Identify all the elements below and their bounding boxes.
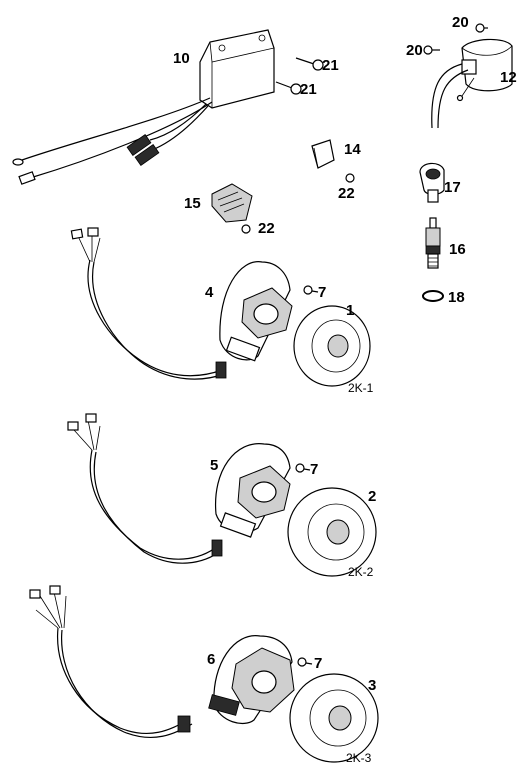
callout-21-lower: 21	[300, 81, 317, 98]
stator-assembly-2k-1	[70, 227, 293, 380]
callout-7-2k-1: 7	[318, 284, 326, 301]
variant-label-2k-1: 2K-1	[348, 381, 374, 395]
stator-assembly-2k-3	[29, 585, 295, 739]
rotor-flywheel-2k-3	[289, 673, 379, 763]
callout-4: 4	[205, 284, 214, 301]
screw-21-upper	[295, 57, 324, 71]
callout-18: 18	[448, 289, 465, 306]
relay-14	[311, 139, 335, 169]
spark-plug	[425, 217, 441, 269]
callout-3: 3	[368, 677, 376, 694]
variant-label-2k-3: 2K-3	[346, 751, 372, 765]
callout-17: 17	[444, 179, 461, 196]
callout-7-2k-3: 7	[314, 655, 322, 672]
screw-7-2k-2	[295, 463, 311, 473]
callout-22-upper: 22	[338, 185, 355, 202]
regulator-15	[211, 183, 253, 223]
screw-7-2k-3	[297, 657, 313, 667]
callout-21-upper: 21	[322, 57, 339, 74]
cdi-unit	[12, 29, 275, 185]
spark-plug-connector	[419, 162, 445, 203]
stator-assembly-2k-2	[67, 413, 291, 564]
rotor-flywheel-2k-1	[293, 305, 371, 387]
screw-20-top	[475, 23, 488, 33]
callout-20-top: 20	[452, 14, 469, 31]
ignition-coil	[431, 38, 513, 129]
callout-12: 12	[500, 69, 517, 86]
screw-20-left	[423, 45, 440, 55]
callout-7-2k-2: 7	[310, 461, 318, 478]
callout-20-left: 20	[406, 42, 423, 59]
callout-5: 5	[210, 457, 218, 474]
screw-21-lower	[275, 81, 302, 95]
callout-16: 16	[449, 241, 466, 258]
screw-7-2k-1	[303, 285, 319, 295]
callout-6: 6	[207, 651, 215, 668]
callout-14: 14	[344, 141, 361, 158]
callout-2: 2	[368, 488, 376, 505]
callout-15: 15	[184, 195, 201, 212]
screw-22-upper	[345, 173, 355, 183]
rotor-flywheel-2k-2	[287, 487, 377, 577]
variant-label-2k-2: 2K-2	[348, 565, 374, 579]
o-ring	[422, 290, 444, 302]
screw-22-lower	[241, 224, 251, 234]
callout-1: 1	[346, 302, 354, 319]
callout-22-lower: 22	[258, 220, 275, 237]
callout-10: 10	[173, 50, 190, 67]
